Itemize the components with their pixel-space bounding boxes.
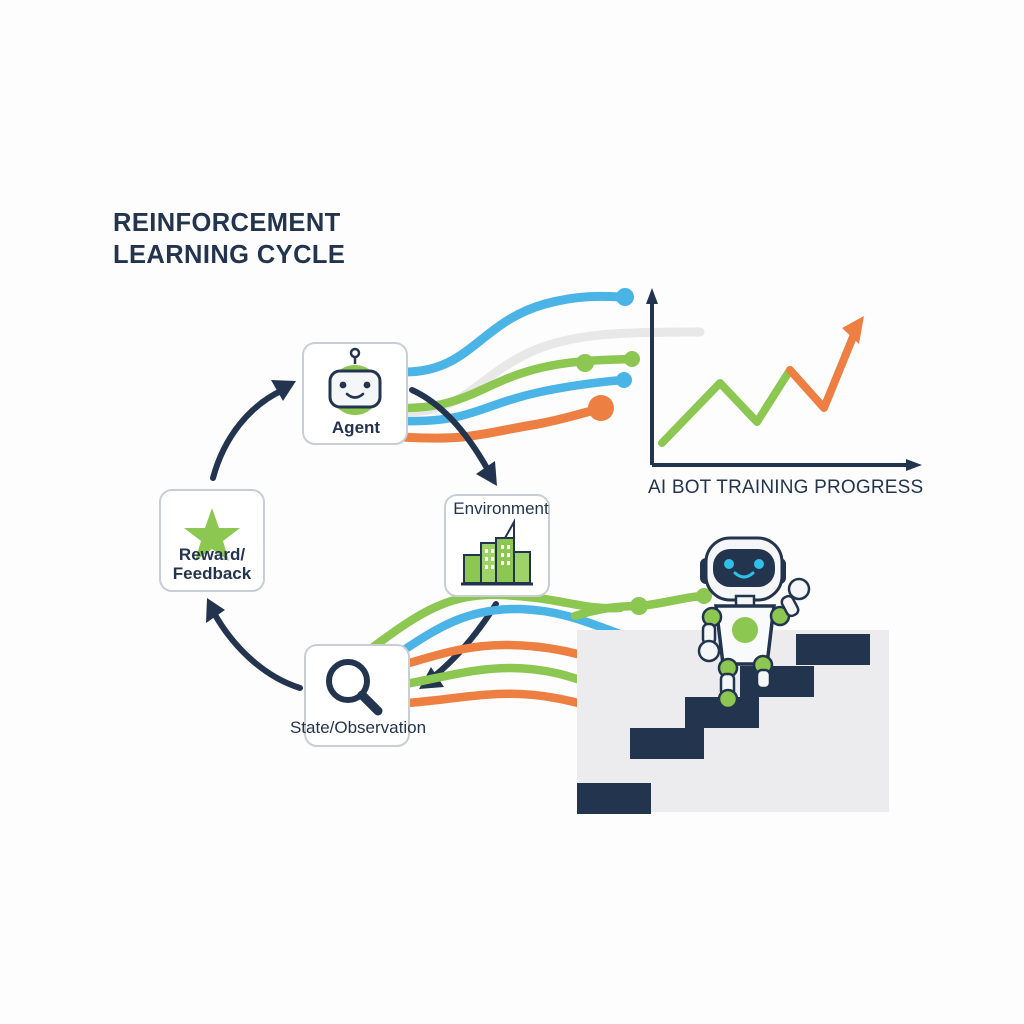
cycle-node-environment[interactable] (444, 494, 550, 597)
reward-feedback-label: Reward/ Feedback (172, 545, 252, 584)
robot-chest-light (732, 617, 758, 643)
training-progress-chart (646, 288, 922, 471)
arrow-state-to-reward-path (211, 610, 303, 691)
chart-y-axis-arrowhead (646, 288, 658, 304)
magnifier-lens (326, 659, 370, 703)
arrow-agent-to-environment-head (476, 461, 497, 486)
arrow-state-to-reward-head (206, 598, 225, 623)
flow-curve-orange (397, 404, 605, 443)
city-buildings-icon (461, 518, 533, 586)
chart-title: AI BOT TRAINING PROGRESS (648, 477, 924, 498)
robot-smile (733, 571, 755, 579)
lower-dot-green-1b (696, 588, 712, 604)
building-center (495, 537, 515, 584)
chart-x-axis-arrowhead (906, 459, 922, 471)
stair-step-2 (630, 728, 704, 759)
robot-eye-right (754, 559, 764, 569)
flow-curve-blue-lower (398, 375, 627, 426)
robot-shin-right (755, 668, 772, 690)
lower-curve-green-1b (643, 591, 707, 610)
agent-icon-eye-right (363, 381, 371, 389)
robot-visor (713, 549, 775, 587)
agent-icon-face (328, 369, 382, 409)
building-windows (485, 545, 510, 569)
robot-arm-right (769, 577, 811, 627)
arrow-agent-to-environment-path (409, 387, 491, 473)
flow-curve-blue-top (400, 291, 627, 377)
flow-dot-green-mid (576, 354, 594, 372)
cycle-node-agent[interactable] (302, 342, 408, 445)
robot-leg-right (752, 654, 774, 690)
magnifier-icon (326, 659, 383, 716)
chart-series-orange (786, 328, 859, 412)
agent-icon-eye-left (339, 381, 347, 389)
state-observation-label: State/Observation (289, 718, 427, 737)
star-icon (184, 508, 240, 561)
robot-forearm-right (780, 594, 800, 618)
robot-hand-left (697, 639, 721, 663)
robot-arm-left (697, 606, 723, 663)
robot-eye-left (724, 559, 734, 569)
chart-series-green (658, 366, 794, 447)
robot-leg-left (717, 657, 739, 710)
ai-bot-mascot (697, 536, 811, 710)
agent-icon-smile (345, 392, 365, 399)
flow-dot-blue-lower (616, 372, 632, 388)
flow-dot-orange (588, 395, 614, 421)
environment-label: Environment (453, 499, 549, 518)
stair-step-4 (740, 666, 814, 697)
agent-icon-antenna-tip (349, 347, 361, 359)
lower-curve-green-3 (570, 601, 645, 621)
building-right (513, 551, 531, 584)
stair-step-1 (577, 783, 651, 814)
robot-foot-left (717, 688, 739, 710)
arrow-reward-to-agent-head (271, 380, 296, 401)
magnifier-handle (357, 690, 383, 716)
flow-dot-green-end (624, 351, 640, 367)
agent-label: Agent (331, 418, 381, 437)
robot-hand-right (787, 577, 811, 601)
arrow-reward-to-agent-path (210, 387, 286, 481)
page-title: REINFORCEMENT LEARNING CYCLE (113, 209, 346, 269)
cycle-node-reward[interactable] (159, 489, 265, 592)
upper-flow-curves (397, 288, 705, 443)
building-midleft (480, 542, 498, 584)
stair-step-5 (796, 634, 870, 665)
chart-series-arrowhead (842, 316, 864, 344)
building-left (463, 554, 483, 584)
robot-head-icon (328, 347, 382, 415)
cycle-node-state[interactable] (304, 644, 410, 747)
building-center-spire (503, 518, 515, 539)
flow-dot-blue-top (616, 288, 634, 306)
